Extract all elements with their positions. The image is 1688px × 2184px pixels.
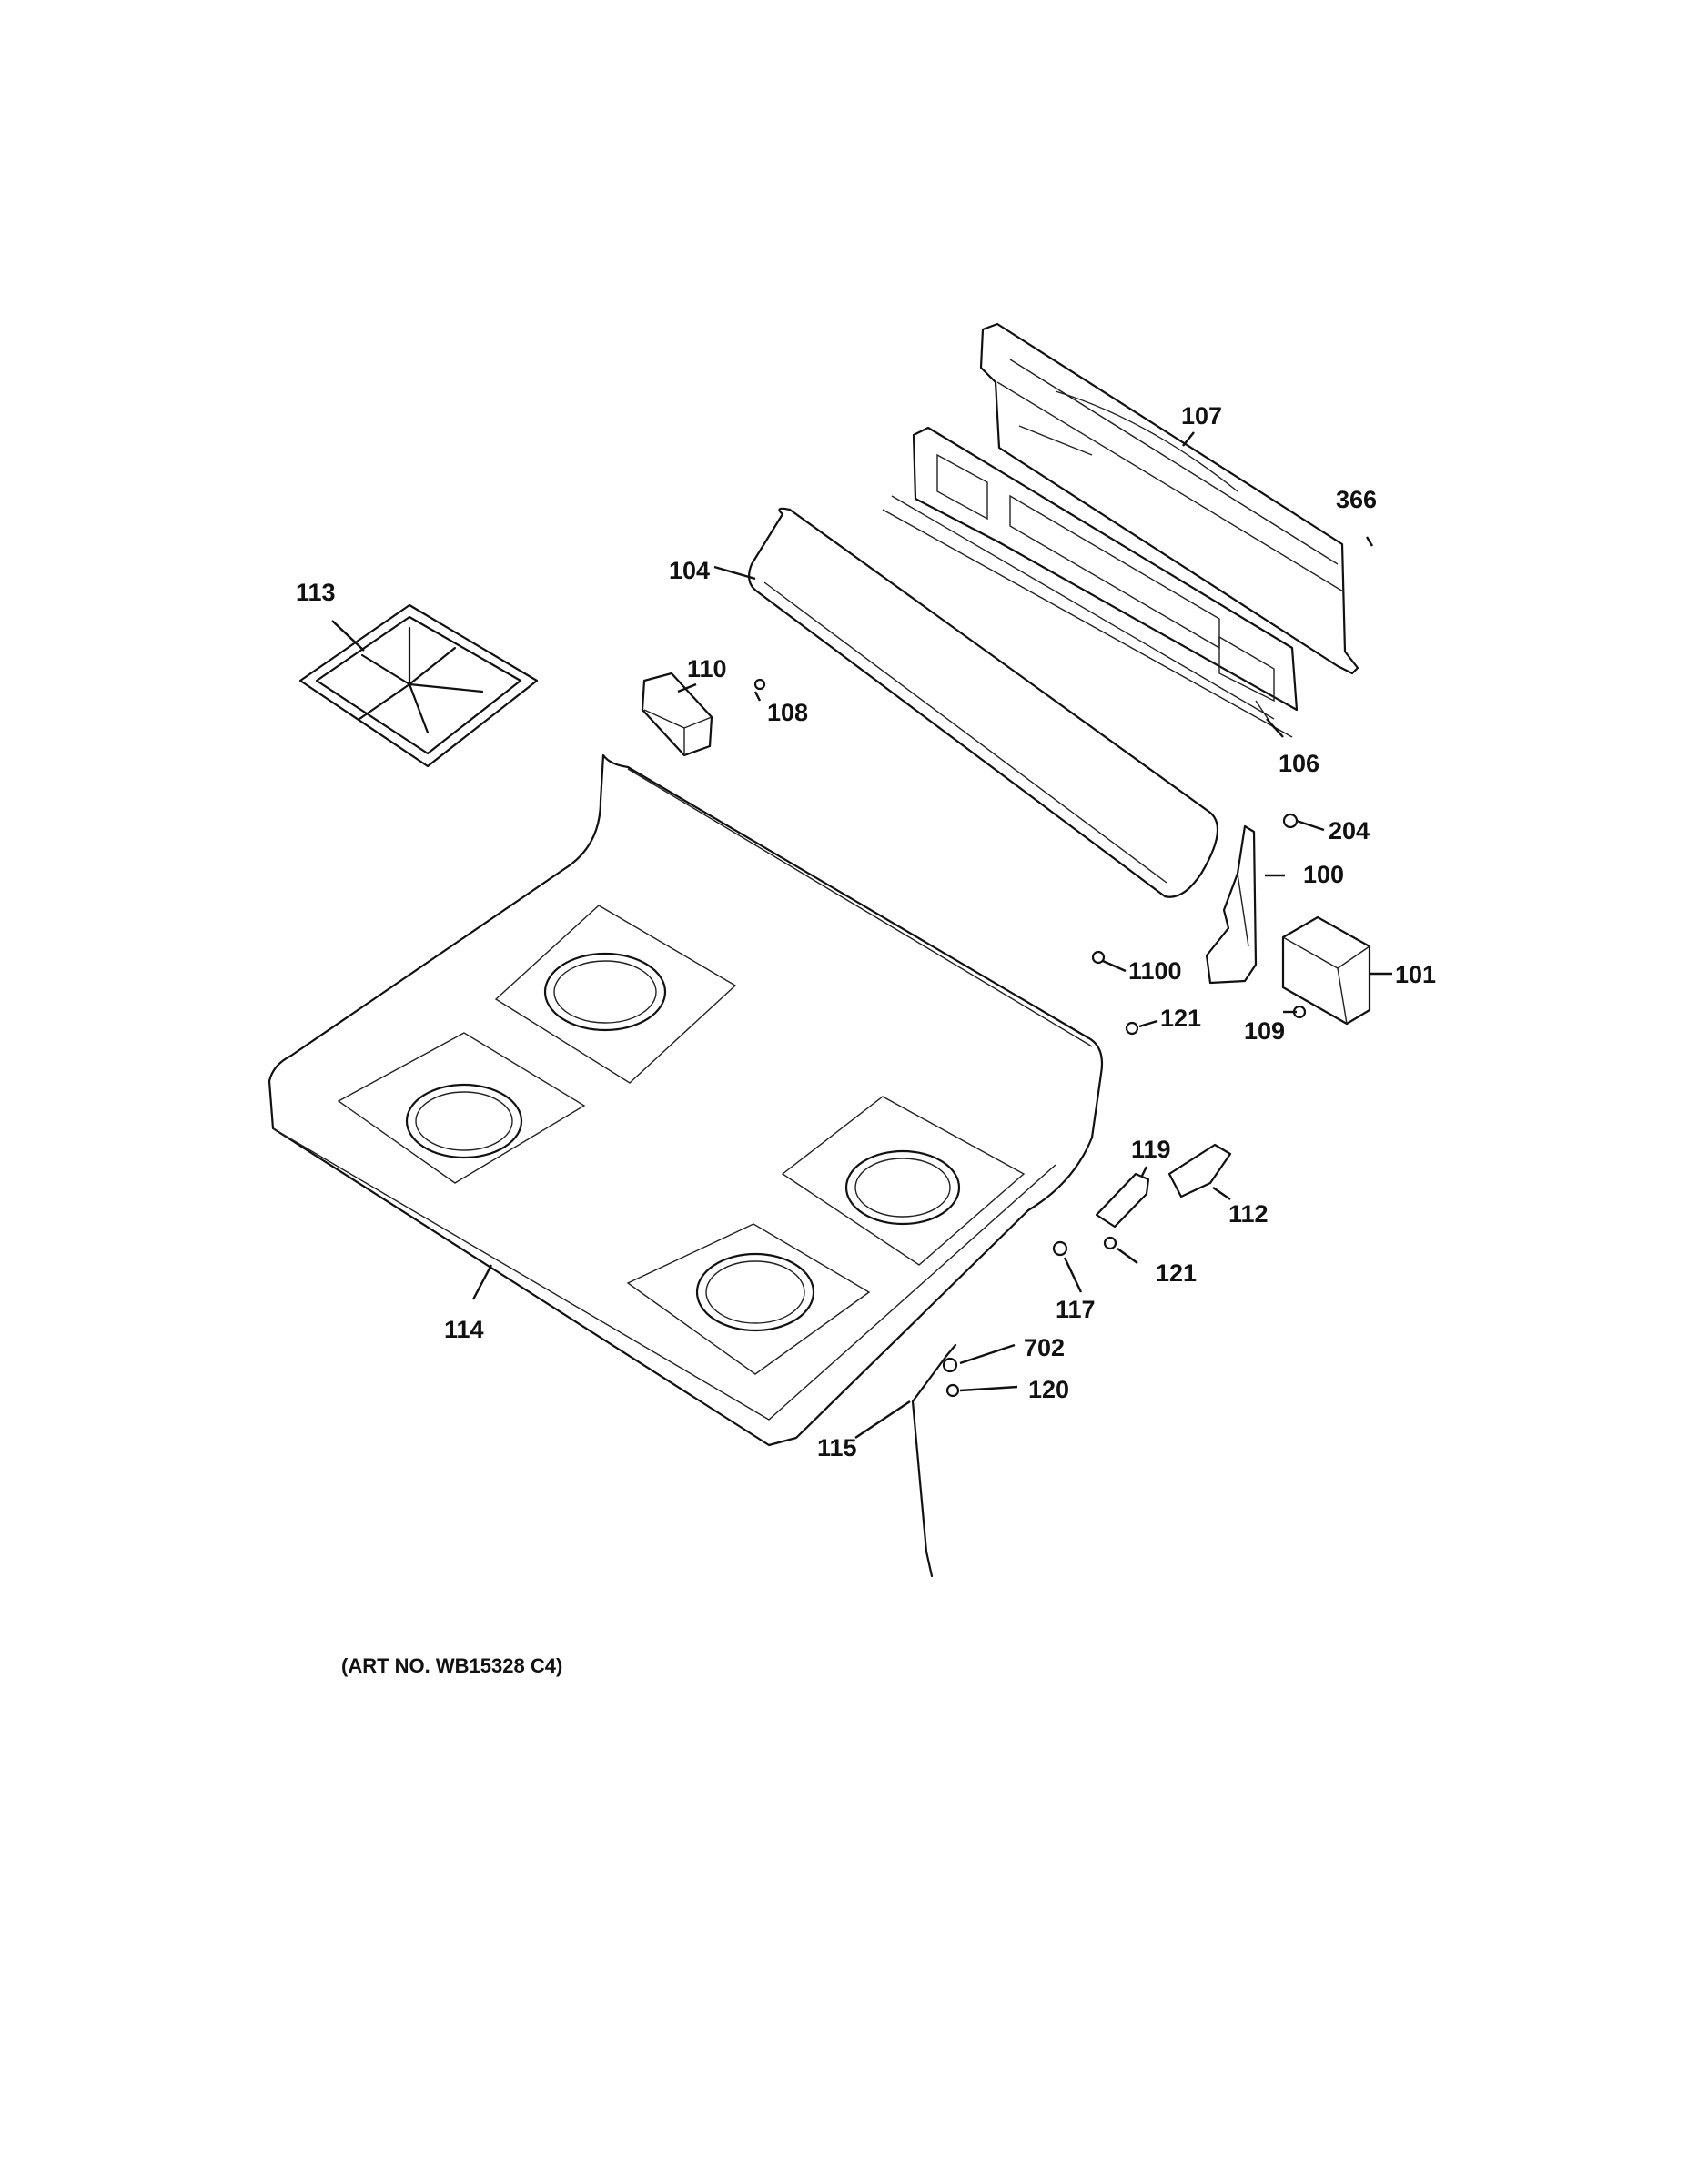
callout-120: 120: [1028, 1376, 1069, 1403]
part-702-washer: [942, 1357, 958, 1373]
callout-117: 117: [1056, 1296, 1096, 1323]
art-number-caption: (ART NO. WB15328 C4): [341, 1654, 563, 1677]
callout-107: 107: [1181, 402, 1222, 430]
part-107-rear-panel: [979, 322, 1359, 675]
callout-204: 204: [1329, 817, 1370, 844]
part-112-holder: [1167, 1143, 1232, 1198]
part-100-side-bracket: [1205, 824, 1258, 985]
callout-101: 101: [1395, 961, 1436, 988]
part-117-nut: [1052, 1240, 1068, 1257]
callout-108: 108: [767, 699, 808, 726]
part-104-control-panel: [747, 507, 1219, 898]
callout-119: 119: [1131, 1136, 1171, 1163]
callout-121b: 121: [1156, 1259, 1197, 1287]
part-121a-screw: [1125, 1021, 1139, 1036]
leader-lines: [331, 431, 1392, 1439]
callout-115: 115: [817, 1434, 857, 1461]
part-1100-screw: [1091, 950, 1106, 965]
callout-104: 104: [669, 557, 710, 584]
part-115-rod: [911, 1343, 957, 1578]
callout-106: 106: [1279, 750, 1319, 777]
part-121b-screw: [1103, 1236, 1117, 1250]
callout-112: 112: [1228, 1200, 1269, 1228]
callout-1100: 1100: [1128, 957, 1182, 985]
part-101-bracket: [1281, 915, 1371, 1026]
part-113-burner-grate: [298, 603, 539, 768]
part-108-screw: [753, 678, 766, 691]
part-110-module: [641, 672, 713, 757]
part-120-nut: [945, 1383, 960, 1398]
callout-366: 366: [1336, 486, 1377, 513]
callout-110: 110: [687, 655, 727, 682]
callout-100: 100: [1303, 861, 1344, 888]
callout-114: 114: [444, 1316, 484, 1343]
part-114-cooktop: [268, 753, 1104, 1447]
callout-labels: 107 366 104 113 110 108 106 204 100 1100…: [296, 402, 1436, 1461]
callout-113: 113: [296, 579, 336, 606]
callout-109: 109: [1244, 1017, 1285, 1045]
part-204-screw: [1282, 813, 1299, 829]
part-119-clip: [1095, 1172, 1150, 1228]
callout-121a: 121: [1160, 1005, 1201, 1032]
callout-702: 702: [1024, 1334, 1065, 1361]
